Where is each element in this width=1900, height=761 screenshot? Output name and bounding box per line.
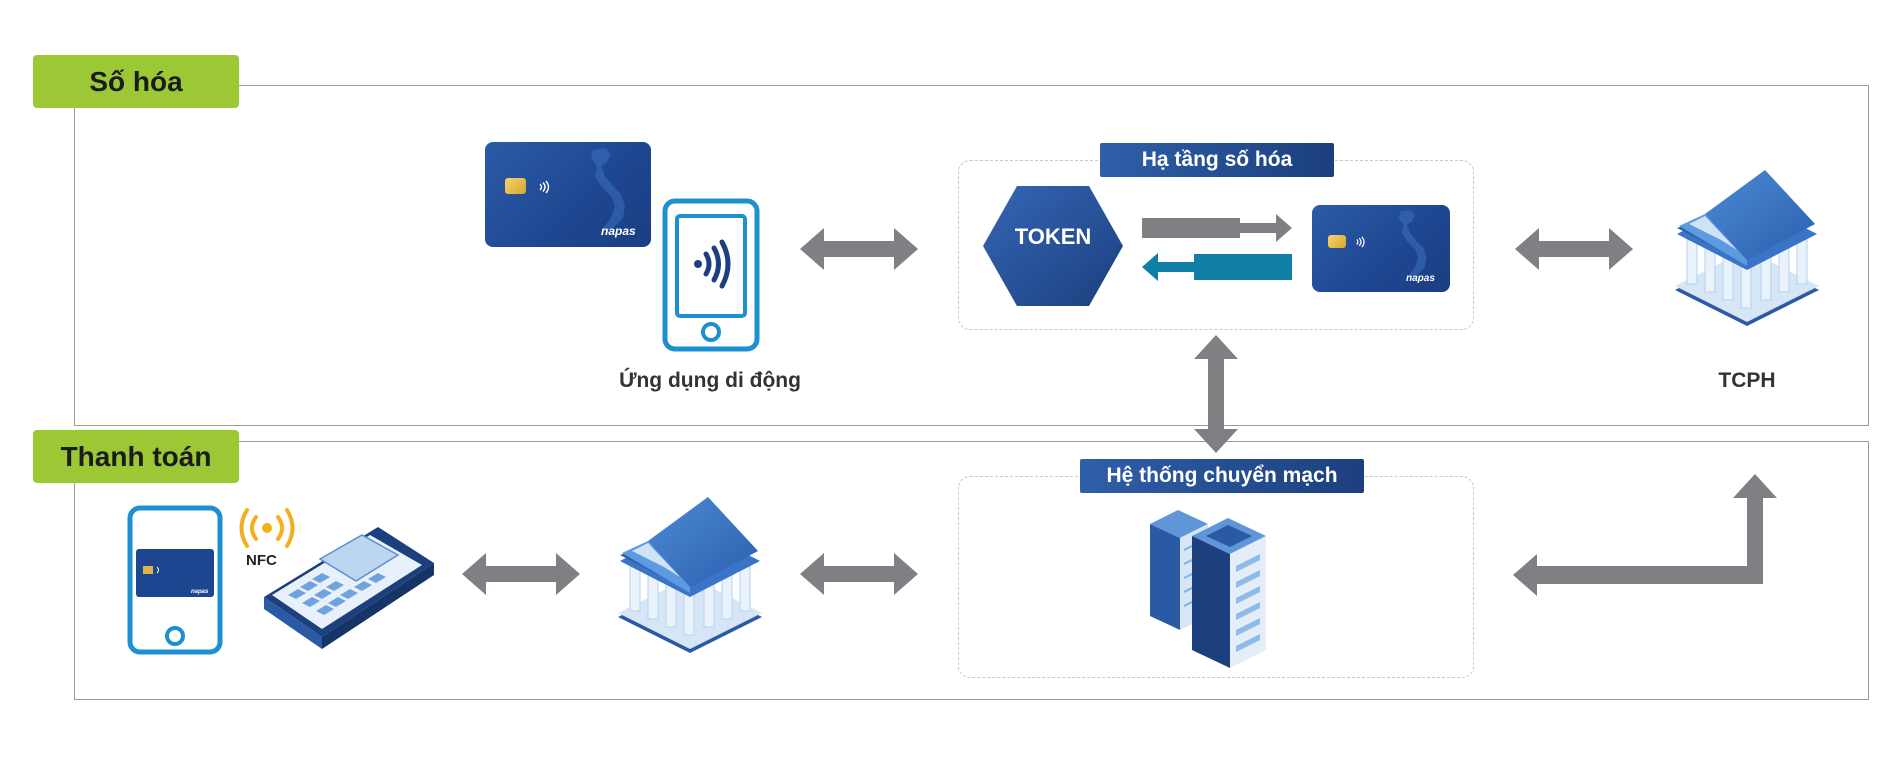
pos-terminal-icon: [264, 527, 434, 649]
acquirer-bank-icon: [618, 497, 762, 653]
mobile-phone-icon: [662, 198, 760, 352]
svg-text:napas: napas: [191, 589, 209, 595]
switching-system-title: Hệ thống chuyển mạch: [1080, 459, 1364, 493]
card-chip-icon: [505, 178, 526, 194]
mobile-app-label: Ứng dụng di động: [619, 369, 801, 392]
vietnam-map-icon: [591, 148, 625, 232]
issuer-label: TCPH: [1718, 369, 1776, 392]
contactless-icon: [539, 180, 550, 194]
elbow-arrow-icon: [1513, 474, 1777, 596]
card-chip-icon: [1328, 235, 1346, 248]
napas-card-top: napas: [485, 142, 651, 247]
double-arrow-icon: [462, 553, 580, 595]
card-brand-label: napas: [601, 224, 636, 238]
double-arrow-icon: [800, 228, 918, 270]
bank-building-icon: [1675, 170, 1819, 326]
server-rack-icon: [1150, 510, 1266, 668]
nfc-waves-icon: [239, 508, 295, 548]
arrow-right-icon: [1142, 214, 1292, 242]
payment-section: [74, 441, 1869, 700]
contactless-icon: [1356, 236, 1365, 248]
digitize-infra-title: Hạ tầng số hóa: [1100, 143, 1334, 177]
digitize-section: [74, 85, 1869, 426]
napas-card-infra: napas: [1312, 205, 1450, 292]
vertical-double-arrow-icon: [1194, 335, 1238, 453]
nfc-label: NFC: [246, 552, 277, 569]
token-hexagon: [983, 186, 1123, 306]
tab-digitize: Số hóa: [33, 55, 239, 108]
arrow-left-icon: [1142, 253, 1292, 281]
double-arrow-icon: [800, 553, 918, 595]
vietnam-map-icon: [1398, 209, 1427, 279]
token-label: TOKEN: [1014, 224, 1092, 249]
double-arrow-icon: [1515, 228, 1633, 270]
card-brand-label: napas: [1406, 273, 1435, 284]
mobile-phone-card-icon: napas: [127, 505, 223, 655]
tab-payment: Thanh toán: [33, 430, 239, 483]
